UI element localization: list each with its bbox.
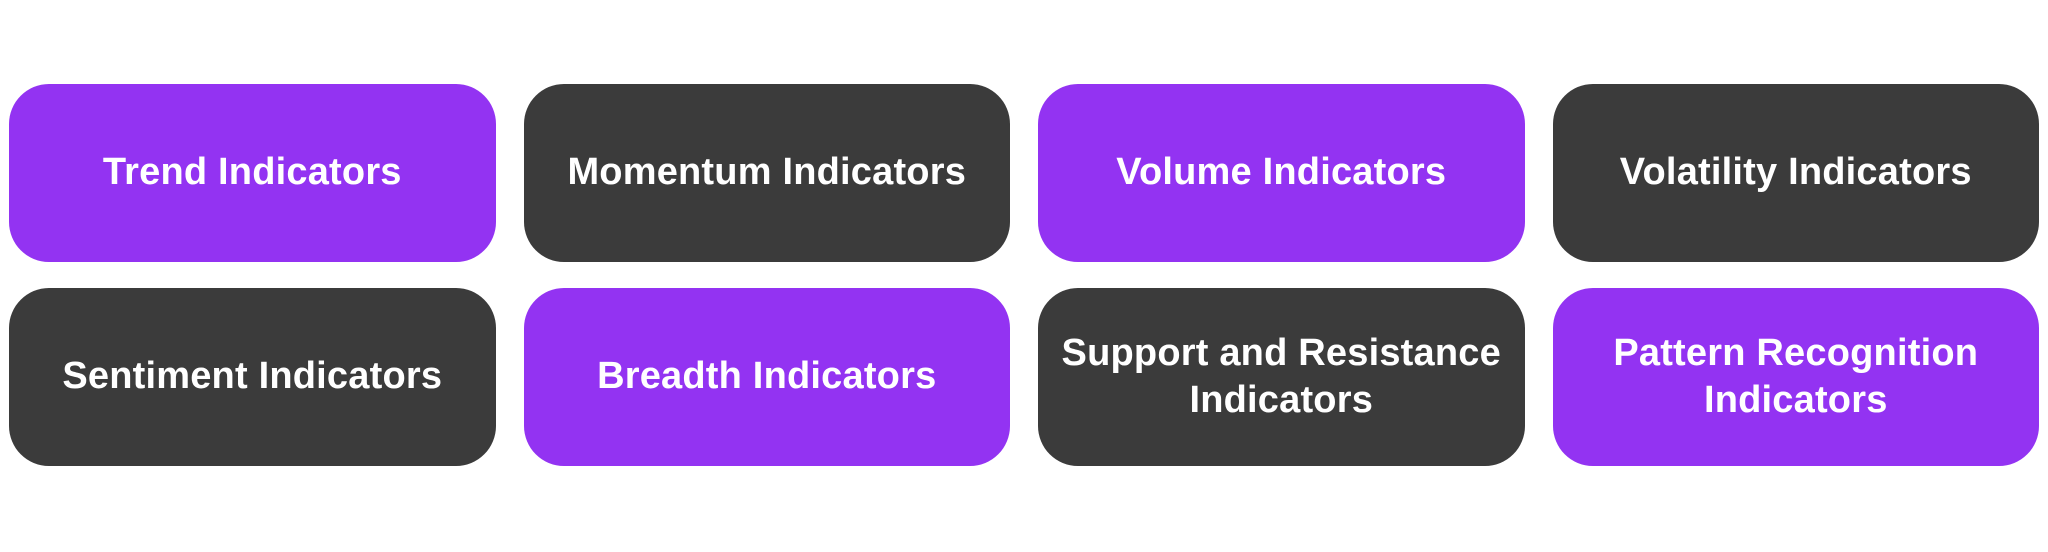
tile-label: Sentiment Indicators (62, 355, 443, 398)
tile-label: Support and Resistance Indicators (1061, 331, 1501, 422)
tile-label: Trend Indicators (102, 151, 402, 194)
tile-momentum-indicators[interactable]: Momentum Indicators (523, 84, 1010, 262)
tile-label: Momentum Indicators (567, 151, 967, 194)
tile-label: Volume Indicators (1116, 151, 1447, 194)
tile-support-resistance-indicators[interactable]: Support and Resistance Indicators (1038, 288, 1525, 466)
tile-label: Breadth Indicators (597, 355, 937, 398)
tile-trend-indicators[interactable]: Trend Indicators (9, 84, 496, 262)
tile-label: Pattern Recognition Indicators (1613, 331, 1979, 422)
tile-pattern-recognition-indicators[interactable]: Pattern Recognition Indicators (1552, 288, 2039, 466)
tile-breadth-indicators[interactable]: Breadth Indicators (523, 288, 1010, 466)
tile-sentiment-indicators[interactable]: Sentiment Indicators (9, 288, 496, 466)
tile-volatility-indicators[interactable]: Volatility Indicators (1552, 84, 2039, 262)
tile-volume-indicators[interactable]: Volume Indicators (1038, 84, 1525, 262)
tile-label: Volatility Indicators (1619, 151, 1972, 194)
